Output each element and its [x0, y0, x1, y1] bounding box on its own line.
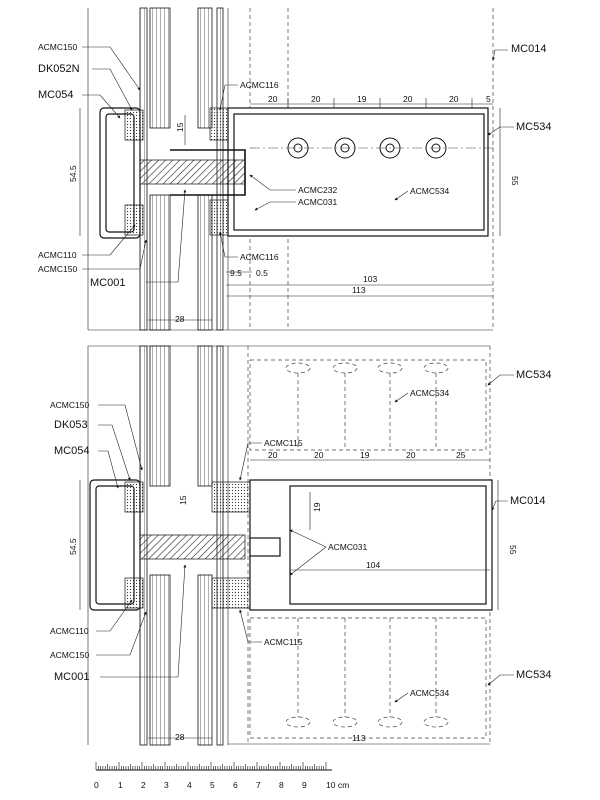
dim-b-19: 19 [312, 502, 322, 512]
label-dk052n: DK052N [38, 63, 80, 75]
gasket-top [124, 109, 144, 141]
label-acmc115-top: ACMC115 [264, 438, 303, 448]
label-b-mc534-top: MC534 [516, 369, 551, 381]
dim-28: 28 [175, 314, 185, 324]
label-acmc115-bottom: ACMC115 [264, 637, 303, 647]
dim-b-top-2: 20 [314, 450, 324, 460]
label-b-acmc150-top: ACMC150 [50, 400, 89, 410]
dim-9-5: 9.5 [230, 268, 242, 278]
label-mc001: MC001 [90, 277, 125, 289]
scale-bar: 0 1 2 3 4 5 6 7 8 9 10 cm [94, 762, 349, 790]
label-acmc031: ACMC031 [298, 197, 337, 207]
label-acmc232: ACMC232 [298, 185, 337, 195]
dim-top-4: 20 [403, 94, 413, 104]
mc534-panel-bottom [249, 617, 487, 739]
dim-103: 103 [363, 274, 377, 284]
label-acmc116-top: ACMC116 [240, 80, 279, 90]
label-acmc110: ACMC110 [38, 250, 77, 260]
scale-tick-label: 5 [210, 780, 215, 790]
label-mc014: MC014 [511, 43, 546, 55]
dim-b-top-1: 20 [268, 450, 278, 460]
glass-pane-inner [197, 7, 213, 129]
seal-acmc115-bottom [211, 577, 253, 609]
scale-tick-label: 0 [94, 780, 99, 790]
bolt [139, 534, 246, 560]
panel-slots [285, 362, 449, 728]
seal-acmc116-bottom [209, 199, 229, 236]
label-b-acmc031: ACMC031 [328, 542, 367, 552]
scale-tick-label: 3 [164, 780, 169, 790]
dim-top-5: 20 [449, 94, 459, 104]
label-acmc150-bottom: ACMC150 [38, 264, 77, 274]
dim-15: 15 [175, 122, 185, 132]
scale-tick-label: 10 cm [326, 780, 349, 790]
seal-acmc116-top [209, 107, 229, 141]
label-b-mc014: MC014 [510, 495, 545, 507]
top-section: 20 20 19 20 20 5 54.5 55 15 9.5 0.5 103 … [38, 7, 551, 331]
dim-height-right: 55 [510, 176, 520, 186]
mullion-holes [250, 137, 495, 159]
glass-pane-outer-2 [149, 7, 171, 129]
label-b-mc001: MC001 [54, 671, 89, 683]
dim-b-113: 113 [352, 733, 366, 743]
dim-b-top-5: 25 [456, 450, 466, 460]
label-b-acmc110: ACMC110 [50, 626, 89, 636]
scale-tick-label: 4 [187, 780, 192, 790]
scale-tick-label: 8 [279, 780, 284, 790]
scale-tick-label: 7 [256, 780, 261, 790]
dim-b-top-4: 20 [406, 450, 416, 460]
scale-tick-label: 6 [233, 780, 238, 790]
gasket-bottom [124, 204, 144, 236]
dim-top-3: 19 [357, 94, 367, 104]
label-b-mc534-bottom: MC534 [516, 669, 551, 681]
label-b-acmc534-bottom: ACMC534 [410, 688, 449, 698]
scale-tick-label: 9 [302, 780, 307, 790]
label-b-mc054: MC054 [54, 445, 89, 457]
label-acmc116-bottom: ACMC116 [240, 252, 279, 262]
dim-top-1: 20 [268, 94, 278, 104]
label-acmc150-top: ACMC150 [38, 42, 77, 52]
dim-b-28: 28 [175, 732, 185, 742]
mc534-panel-top [249, 359, 487, 451]
dim-height: 54.5 [68, 165, 78, 182]
glass-pane-outer-3 [149, 194, 171, 331]
dim-0-5: 0.5 [256, 268, 268, 278]
dim-b-height: 54.5 [68, 538, 78, 555]
dim-top-6: 5 [486, 94, 491, 104]
dim-top-2: 20 [311, 94, 321, 104]
scale-tick-label: 1 [118, 780, 123, 790]
dim-104: 104 [366, 560, 380, 570]
dim-b-top-3: 19 [360, 450, 370, 460]
label-mc054: MC054 [38, 89, 73, 101]
dim-b-height-right: 55 [508, 545, 518, 555]
label-acmc534: ACMC534 [410, 186, 449, 196]
label-b-acmc150-bottom: ACMC150 [50, 650, 89, 660]
label-b-acmc534-top: ACMC534 [410, 388, 449, 398]
dim-b-15: 15 [178, 495, 188, 505]
label-mc534: MC534 [516, 121, 551, 133]
dim-113: 113 [352, 285, 366, 295]
scale-tick-label: 2 [141, 780, 146, 790]
seal-acmc115-top [211, 481, 253, 513]
bottom-section: 20 20 19 20 25 54.5 55 15 19 104 113 28 … [50, 345, 551, 746]
label-dk053: DK053 [54, 419, 88, 431]
bolt-acmc232 [139, 159, 246, 185]
